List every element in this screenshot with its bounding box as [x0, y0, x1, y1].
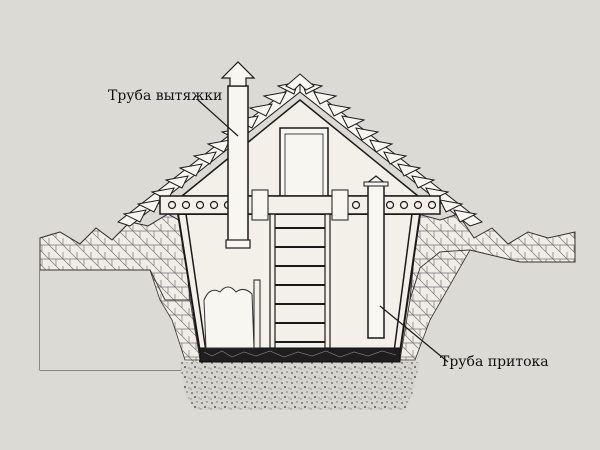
exhaust-pipe [220, 61, 256, 249]
floor-slab [199, 347, 401, 363]
produce-pile [203, 286, 255, 349]
ridge [285, 73, 315, 91]
supply-pipe [363, 175, 389, 339]
ladder [269, 199, 331, 349]
exhaust-leader [197, 99, 239, 137]
gravel-bed [180, 362, 420, 410]
arrow-up-icon [220, 61, 256, 87]
exhaust-pipe-label: Труба вытяжки [108, 88, 223, 104]
gable-door [279, 127, 329, 197]
supply-pipe-label: Труба притока [440, 354, 549, 370]
roof-right [299, 78, 484, 227]
supply-leader [379, 305, 449, 363]
